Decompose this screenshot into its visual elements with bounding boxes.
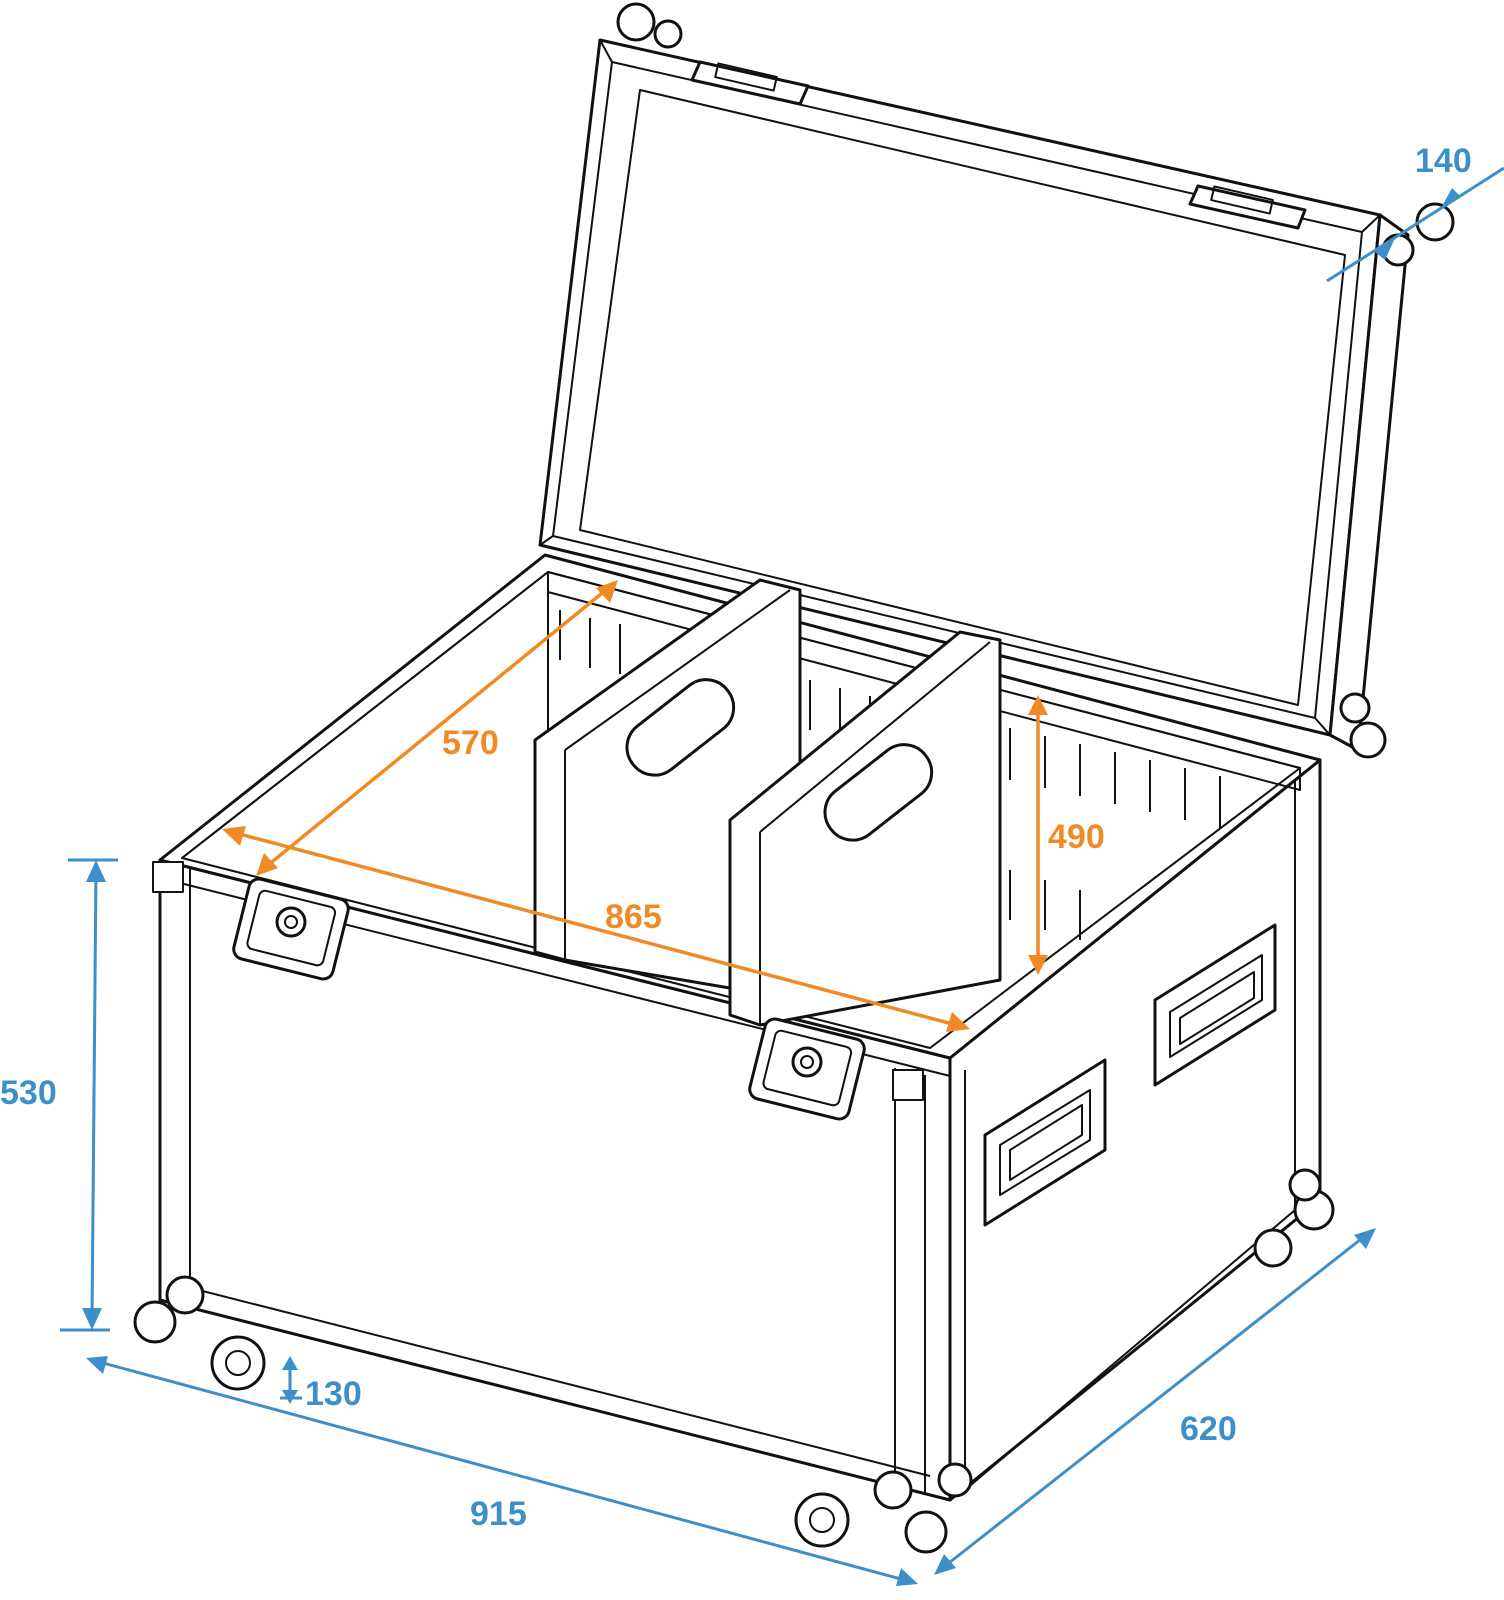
label-lid-depth: 140: [1415, 142, 1472, 180]
label-inner-width: 865: [605, 898, 662, 936]
corner-balls: [133, 2, 1455, 1554]
label-outer-depth: 620: [1180, 1410, 1237, 1448]
latch-front-right: [748, 1017, 866, 1121]
lid-latch-right: [1188, 184, 1307, 230]
outer-dimension-lines: [60, 166, 1504, 1586]
label-inner-depth: 570: [442, 724, 499, 762]
side-handle-rear: [1153, 923, 1277, 1087]
inner-dimension-lines: [222, 580, 1048, 1032]
divider-right: [728, 630, 1002, 1027]
label-outer-width: 915: [470, 1495, 527, 1533]
label-wheel-height: 130: [305, 1375, 362, 1413]
lid-latch-left: [690, 60, 810, 106]
label-outer-height: 530: [0, 1074, 57, 1112]
side-handle-front: [983, 1058, 1107, 1227]
label-inner-height: 490: [1048, 818, 1105, 856]
castor-wheels: [210, 1228, 1293, 1548]
latch-front-left: [232, 877, 350, 981]
